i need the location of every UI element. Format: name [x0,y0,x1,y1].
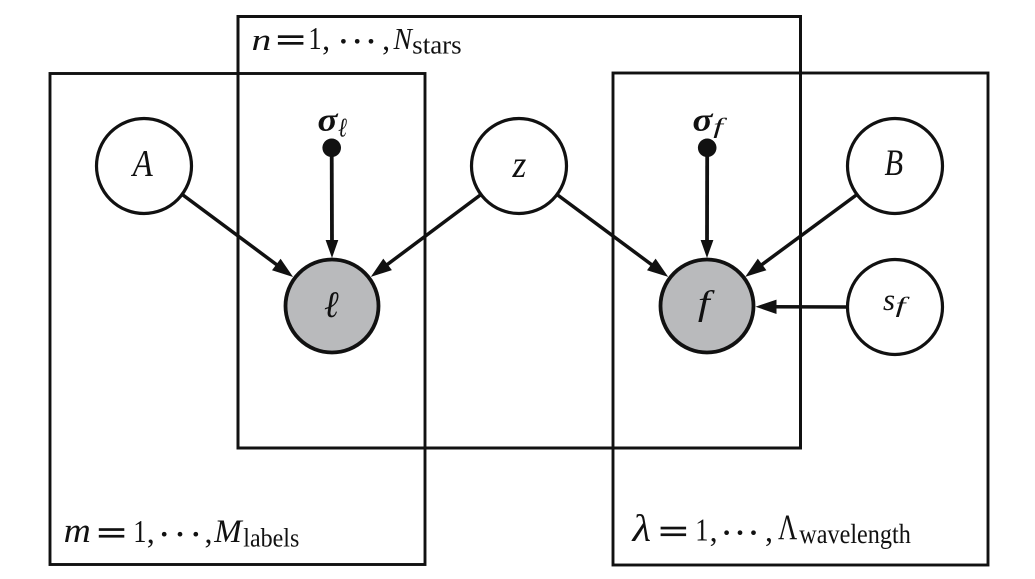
svg-text:,: , [710,513,718,549]
svg-text:A: A [130,143,153,185]
svg-text:s: s [883,282,895,317]
svg-text:,: , [147,514,155,550]
svg-text:labels: labels [243,524,299,553]
svg-text:ℓ: ℓ [338,112,347,142]
svg-text:N: N [393,22,414,56]
svg-text:1: 1 [133,513,146,549]
svg-text:B: B [885,143,904,184]
svg-text:σ: σ [693,103,714,139]
svg-text:,: , [765,513,773,549]
svg-text:Λ: Λ [778,507,797,547]
svg-text:n: n [252,22,272,57]
svg-text:M: M [213,514,243,550]
svg-text:ℓ: ℓ [324,285,339,326]
svg-text:wavelength: wavelength [799,519,911,549]
svg-text:,: , [382,21,390,57]
svg-text:1: 1 [308,20,321,56]
svg-text:z: z [512,144,527,186]
svg-text:,: , [205,514,213,550]
svg-text:stars: stars [412,31,462,60]
svg-text:λ: λ [631,508,651,550]
svg-text:m: m [64,511,91,550]
svg-text:,: , [322,21,330,57]
svg-text:σ: σ [318,103,339,139]
svg-text:1: 1 [695,512,708,548]
